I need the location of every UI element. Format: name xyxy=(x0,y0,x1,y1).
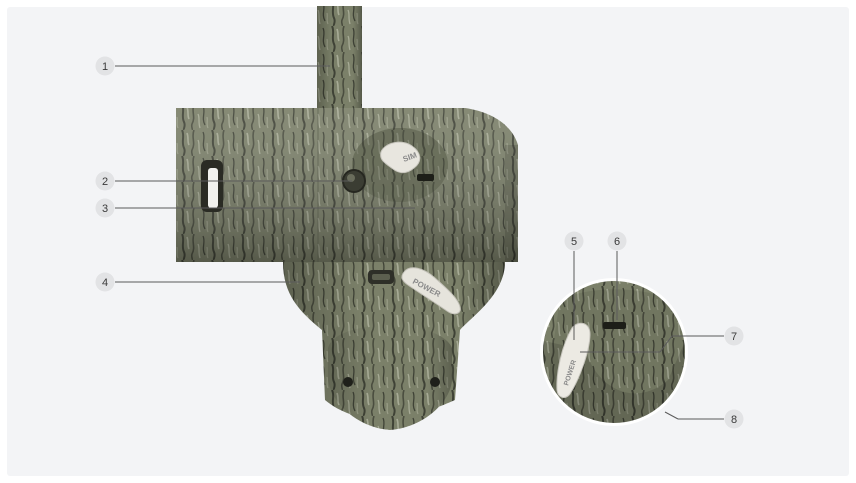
callout-7: 7 xyxy=(725,327,744,346)
side-slot xyxy=(201,160,223,212)
callout-5-label: 5 xyxy=(571,236,577,248)
callout-7-label: 7 xyxy=(731,331,737,343)
callout-2-label: 2 xyxy=(102,176,108,188)
callout-8: 8 xyxy=(725,410,744,429)
detail-inset: POWER xyxy=(540,278,690,430)
screw-hole-right xyxy=(430,377,440,387)
callout-3: 3 xyxy=(96,199,115,218)
callout-4-label: 4 xyxy=(102,277,108,289)
callout-8-label: 8 xyxy=(731,414,737,426)
lens-ball xyxy=(328,326,452,431)
screw-hole-left xyxy=(343,377,353,387)
callout-6-label: 6 xyxy=(614,236,620,248)
callout-4: 4 xyxy=(96,273,115,292)
callout-1: 1 xyxy=(96,57,115,76)
callout-5: 5 xyxy=(565,232,584,251)
callout-2: 2 xyxy=(96,172,115,191)
callout-3-label: 3 xyxy=(102,203,108,215)
callout-6: 6 xyxy=(608,232,627,251)
callout-1-label: 1 xyxy=(102,61,108,73)
